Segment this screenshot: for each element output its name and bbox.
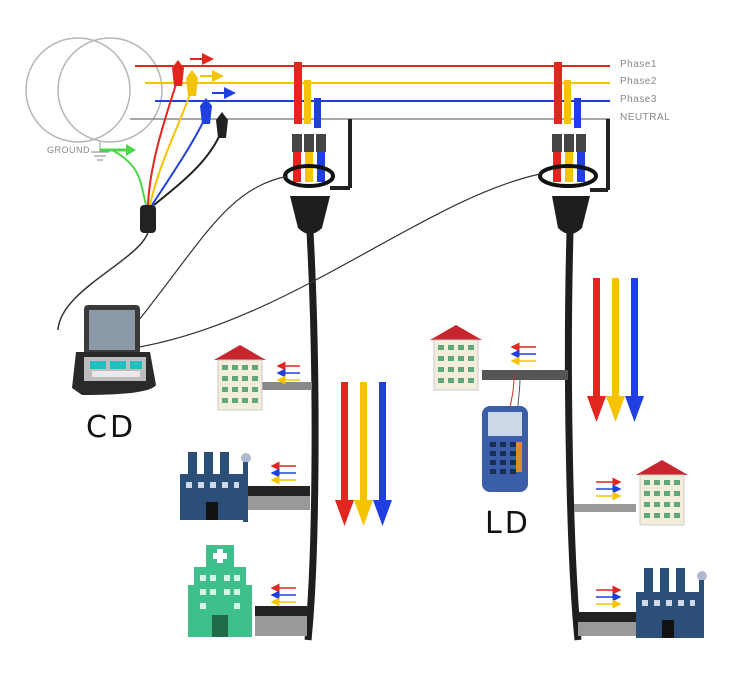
right-branches xyxy=(482,370,638,636)
phase1-label: Phase1 xyxy=(620,59,657,70)
branch-arrows xyxy=(270,342,622,609)
factory-icon xyxy=(636,568,707,638)
left-tap xyxy=(283,62,352,641)
cd-label: CD xyxy=(86,410,137,445)
house-icon xyxy=(214,345,266,411)
house-icon xyxy=(636,460,688,526)
ground-label: GROUND xyxy=(47,145,90,155)
line-direction-arrows xyxy=(190,53,236,99)
house-icon xyxy=(430,325,482,391)
phase2-label: Phase2 xyxy=(620,76,657,87)
ld-device-icon xyxy=(482,374,528,492)
cd-test-leads xyxy=(111,60,228,233)
left-branches xyxy=(248,382,312,636)
current-flow-arrows-right xyxy=(587,278,644,422)
ld-label: LD xyxy=(485,506,531,541)
phase3-label: Phase3 xyxy=(620,94,657,105)
neutral-label: NEUTRAL xyxy=(620,112,671,123)
right-tap xyxy=(538,62,610,641)
current-flow-arrows-left xyxy=(335,382,392,526)
hospital-icon xyxy=(188,545,252,637)
transformer-icon xyxy=(25,37,163,143)
factory-icon xyxy=(180,452,251,522)
cd-device-icon xyxy=(72,305,156,395)
